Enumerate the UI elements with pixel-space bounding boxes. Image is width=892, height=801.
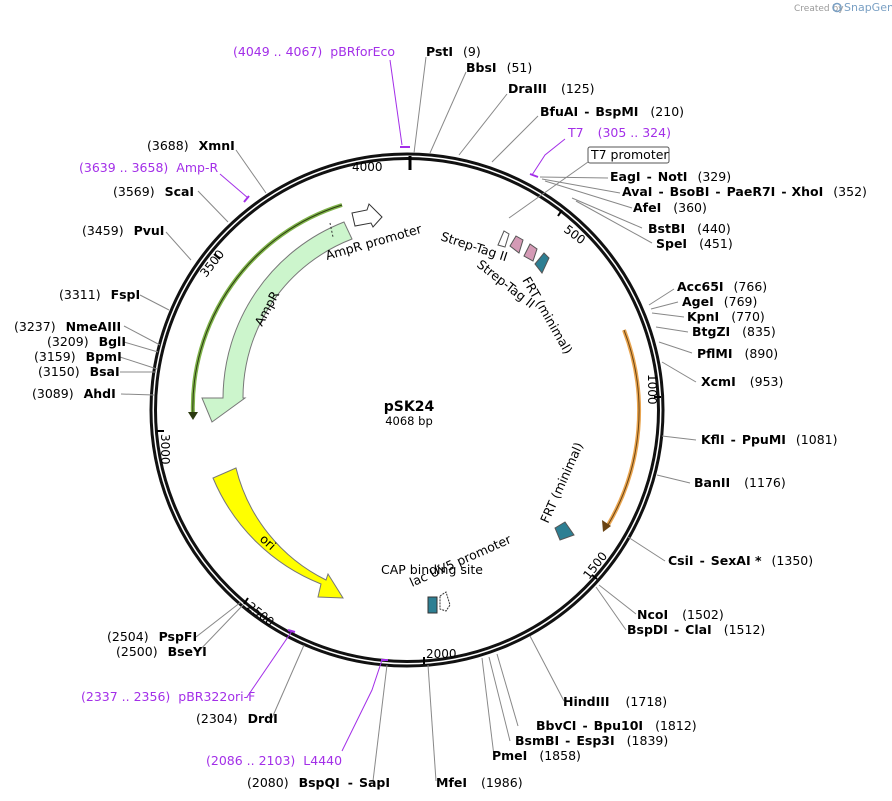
strep-tag-1-arrow[interactable]: [509, 235, 524, 254]
plasmid-length: 4068 bp: [385, 414, 433, 428]
site-bfuai[interactable]: BfuAI-BspMI(210): [540, 104, 684, 119]
t7-promoter-callout[interactable]: T7 promoter: [508, 146, 670, 219]
tick-3000: 3000: [158, 434, 172, 465]
frt-2-arrow[interactable]: [554, 521, 575, 541]
tick-4000: 4000: [352, 160, 383, 174]
site-bbvci[interactable]: BbvCI-Bpu10I(1812): [536, 718, 697, 733]
site-afei[interactable]: AfeI(360): [633, 200, 707, 215]
backbone-inner-strand: [154, 157, 660, 663]
site-agei[interactable]: AgeI(769): [682, 294, 757, 309]
t7-promoter-label: T7 promoter: [590, 147, 669, 162]
site-btgzi[interactable]: BtgZI(835): [692, 324, 776, 339]
site-spei[interactable]: SpeI(451): [656, 236, 733, 251]
site-draiii[interactable]: DraIII(125): [508, 81, 595, 96]
tick-1500-mark: [591, 574, 598, 580]
site-kpni[interactable]: KpnI(770): [687, 309, 765, 324]
strep-tag-1-label: Strep-Tag II: [439, 229, 509, 265]
lac-promoter-arrow[interactable]: [439, 591, 451, 612]
site-csii[interactable]: CsiI-SexAI *(1350): [668, 553, 813, 568]
backbone-outer-strand: [149, 152, 665, 668]
credit-brand: SnapGene: [844, 1, 892, 14]
site-scai[interactable]: (3569)ScaI: [113, 184, 194, 199]
site-nmeaiii[interactable]: (3237)NmeAIII: [14, 319, 121, 334]
frt-1-label: FRT (minimal): [519, 274, 575, 357]
frt-2-label: FRT (minimal): [537, 440, 586, 525]
site-pmei[interactable]: PmeI(1858): [492, 748, 581, 763]
site-avai[interactable]: AvaI-BsoBI-PaeR7I-XhoI(352): [622, 184, 867, 199]
cap-binding-site-label: CAP binding site: [381, 562, 483, 577]
site-drdi[interactable]: (2304)DrdI: [196, 711, 278, 726]
snapgene-logo-icon: [832, 2, 842, 13]
ampr-promoter-arrow[interactable]: [351, 203, 383, 228]
primer-l4440[interactable]: (2086 .. 2103)L4440: [206, 753, 342, 768]
site-bbsi[interactable]: BbsI(51): [466, 60, 532, 75]
primer-connectors: [219, 59, 566, 752]
tick-2000: 2000: [426, 647, 457, 661]
t7-promoter-connector: [508, 161, 589, 219]
ori-feature-arrow[interactable]: [212, 467, 344, 599]
ampr-orf-arrowhead: [188, 412, 198, 420]
site-bspqi[interactable]: (2080)BspQI-SapI: [247, 775, 390, 790]
site-bsmbi[interactable]: BsmBI-Esp3I(1839): [515, 733, 668, 748]
site-bseyi[interactable]: (2500)BseYI: [116, 644, 207, 659]
site-ncoi[interactable]: NcoI(1502): [637, 607, 724, 622]
site-bstbi[interactable]: BstBI(440): [648, 221, 731, 236]
frt-1-arrow[interactable]: [534, 252, 550, 274]
lac-promoter-label: lac UV5 promoter: [407, 531, 514, 590]
site-acc65i[interactable]: Acc65I(766): [677, 279, 767, 294]
cap-binding-site-box[interactable]: [427, 596, 438, 614]
tick-2500: 2500: [244, 599, 277, 629]
plasmid-name: pSK24: [384, 399, 435, 415]
site-bspdi[interactable]: BspDI-ClaI(1512): [627, 622, 765, 637]
site-xcmi[interactable]: XcmI(953): [701, 374, 783, 389]
site-pflmi[interactable]: PflMI(890): [697, 346, 778, 361]
primer-pbr322ori-f[interactable]: (2337 .. 2356)pBR322ori-F: [81, 689, 255, 704]
site-kfli[interactable]: KflI-PpuMI(1081): [701, 432, 838, 447]
snapgene-credit: Created by SnapGene: [794, 1, 892, 14]
site-bgli[interactable]: (3209)BglI: [47, 334, 126, 349]
site-fspi[interactable]: (3311)FspI: [59, 287, 140, 302]
tick-1000: 1000: [645, 374, 659, 405]
tick-2500-mark: [243, 597, 249, 605]
primer-amp-r[interactable]: (3639 .. 3658)Amp-R: [79, 160, 218, 175]
primer-labels: (4049 .. 4067)pBRforEco T7(305 .. 324) (…: [79, 44, 671, 768]
t7-promoter-small-arrow[interactable]: [497, 230, 510, 248]
orange-orf-track-line: [607, 329, 640, 526]
site-mfei[interactable]: MfeI(1986): [436, 775, 523, 790]
site-pvui[interactable]: (3459)PvuI: [82, 223, 164, 238]
orange-orf-track: [606, 329, 642, 527]
ampr-orf-track-line: [192, 204, 343, 417]
backbone: [149, 152, 665, 668]
site-banii[interactable]: BanII(1176): [694, 475, 786, 490]
site-ahdi[interactable]: (3089)AhdI: [32, 386, 116, 401]
site-pspfi[interactable]: (2504)PspFI: [107, 629, 197, 644]
strep-tag-2-arrow[interactable]: [523, 243, 538, 262]
tick-3500-mark: [213, 253, 221, 260]
site-xmni[interactable]: (3688)XmnI: [147, 138, 235, 153]
site-bsai[interactable]: (3150)BsaI: [38, 364, 120, 379]
credit-prefix: Created by: [794, 4, 844, 14]
primer-pbrforeco[interactable]: (4049 .. 4067)pBRforEco: [233, 44, 395, 59]
site-labels: PstI(9) BbsI(51) DraIII(125) BfuAI-BspMI…: [14, 44, 867, 790]
ampr-feature-arrow[interactable]: [201, 221, 353, 423]
tick-500-mark: [557, 209, 563, 217]
site-bpmi[interactable]: (3159)BpmI: [34, 349, 122, 364]
site-eagi[interactable]: EagI-NotI(329): [610, 169, 731, 184]
primer-t7[interactable]: T7(305 .. 324): [567, 125, 671, 140]
orange-orf-arrowhead: [602, 520, 611, 532]
site-psti[interactable]: PstI(9): [426, 44, 481, 59]
site-hindiii[interactable]: HindIII(1718): [563, 694, 667, 709]
site-connectors: [119, 56, 697, 782]
t7-promoter-box: [587, 146, 670, 164]
